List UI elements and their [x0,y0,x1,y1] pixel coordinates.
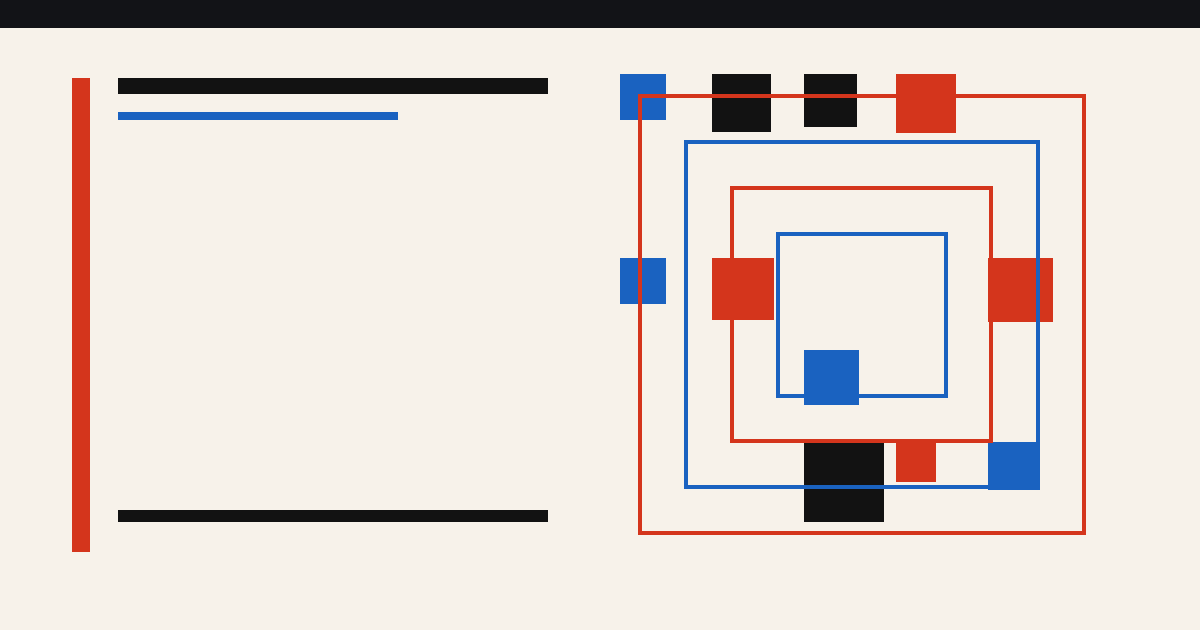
red-frame-1 [638,94,1086,535]
red-block-7 [988,258,1053,322]
blue-block-11 [988,442,1040,490]
red-frame-3 [730,186,993,443]
blue-frame-4 [776,232,948,398]
red-block-6 [712,258,774,320]
blue-block-5 [620,258,666,304]
blue-rule [118,112,398,120]
black-rule-top [118,78,548,94]
red-block-10 [896,442,936,482]
top-dark-bar [0,0,1200,28]
black-rule-bottom [118,510,548,522]
black-block-9 [804,442,884,522]
red-block-4 [896,74,956,133]
black-block-3 [804,74,857,127]
red-vertical-accent-bar [72,78,90,552]
blue-frame-2 [684,140,1040,489]
black-block-2 [712,74,771,132]
